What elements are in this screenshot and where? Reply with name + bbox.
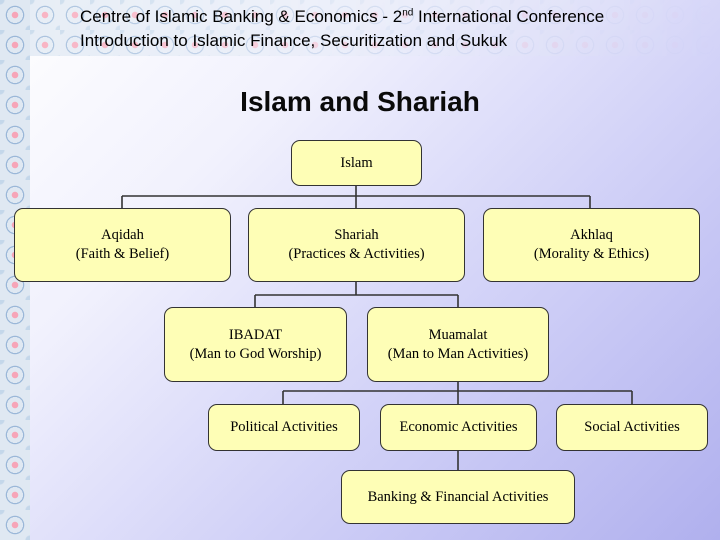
node-akhlaq: Akhlaq (Morality & Ethics)	[483, 208, 700, 282]
node-political-label: Political Activities	[230, 418, 338, 437]
node-muamalat-sublabel: (Man to Man Activities)	[388, 345, 529, 364]
node-ibadat-label: IBADAT	[229, 326, 282, 345]
node-aqidah-sublabel: (Faith & Belief)	[76, 245, 169, 264]
node-islam: Islam	[291, 140, 422, 186]
node-aqidah-label: Aqidah	[101, 226, 144, 245]
node-akhlaq-label: Akhlaq	[570, 226, 613, 245]
node-muamalat: Muamalat (Man to Man Activities)	[367, 307, 549, 382]
node-banking-label: Banking & Financial Activities	[368, 488, 549, 507]
node-economic-activities: Economic Activities	[380, 404, 537, 451]
node-shariah-sublabel: (Practices & Activities)	[288, 245, 424, 264]
node-ibadat-sublabel: (Man to God Worship)	[190, 345, 322, 364]
node-banking-financial-activities: Banking & Financial Activities	[341, 470, 575, 524]
node-political-activities: Political Activities	[208, 404, 360, 451]
node-economic-label: Economic Activities	[400, 418, 518, 437]
node-aqidah: Aqidah (Faith & Belief)	[14, 208, 231, 282]
node-social-label: Social Activities	[584, 418, 679, 437]
node-shariah: Shariah (Practices & Activities)	[248, 208, 465, 282]
node-islam-label: Islam	[340, 154, 372, 173]
node-social-activities: Social Activities	[556, 404, 708, 451]
node-ibadat: IBADAT (Man to God Worship)	[164, 307, 347, 382]
node-muamalat-label: Muamalat	[429, 326, 488, 345]
node-akhlaq-sublabel: (Morality & Ethics)	[534, 245, 649, 264]
node-shariah-label: Shariah	[334, 226, 378, 245]
